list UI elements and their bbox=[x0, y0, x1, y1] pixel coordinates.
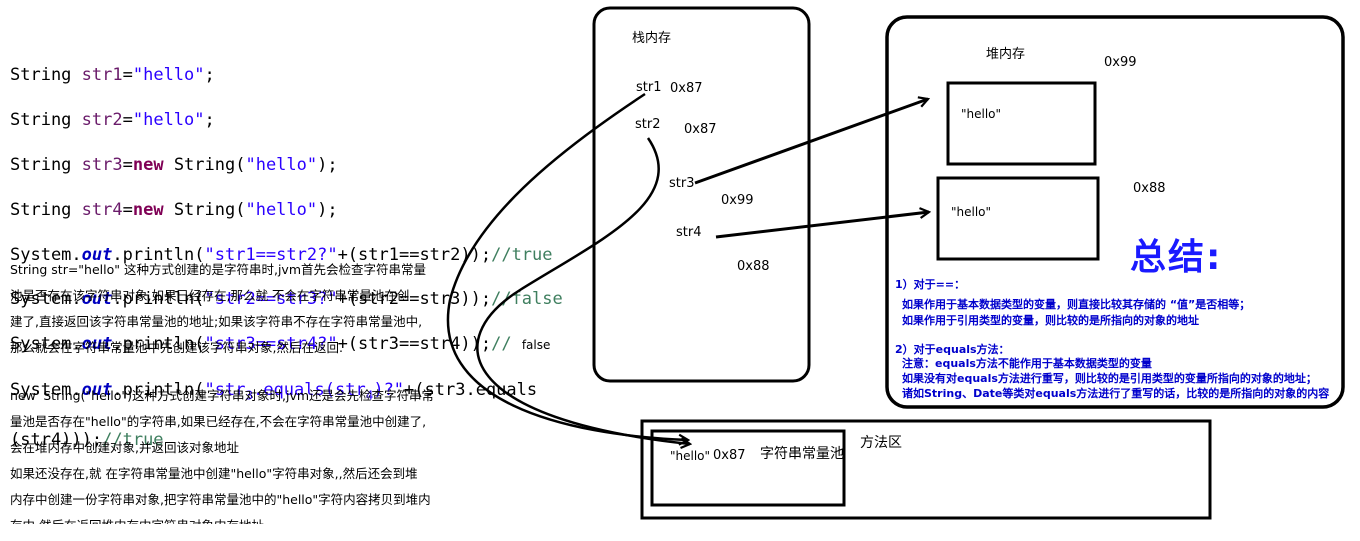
arrow-str3-to-heap-object-1 bbox=[694, 99, 928, 185]
stack-memory-title: 栈内存 bbox=[632, 31, 672, 46]
paragraph-line: 会在堆内存中创建对象,并返回该对象地址 bbox=[10, 440, 239, 455]
paragraph-line: 池是否存在该字符串对象,如果已经存在,那么就 不会在字符串常量池在创 bbox=[10, 288, 410, 303]
code-line-3: String str3=new String("hello"); bbox=[10, 155, 338, 176]
paragraph-line: 量池是否存在"hello"的字符串,如果已经存在,不会在字符串常量池中创建了, bbox=[10, 414, 427, 429]
summary-line: 如果作用于引用类型的变量，则比较的是所指向的对象的地址 bbox=[902, 314, 1199, 327]
arrow-str4-to-heap-object-2 bbox=[715, 212, 929, 239]
code-line-8: System.out.println("str3.equals(str4)?"+… bbox=[10, 380, 538, 403]
stack-str3-address: 0x99 bbox=[721, 193, 754, 208]
heap-object-2-value: "hello" bbox=[951, 205, 992, 219]
string-pool-box bbox=[650, 429, 846, 507]
heap-memory-title: 堆内存 bbox=[986, 47, 1026, 62]
heap-object-1-address: 0x99 bbox=[1104, 55, 1137, 70]
paragraph-line: new' String("hello")这种方式创建字符串对象时,jvm还是会先… bbox=[10, 388, 435, 403]
explanation-paragraph-2: new' String("hello")这种方式创建字符串对象时,jvm还是会先… bbox=[10, 383, 434, 524]
code-line-4: String str4=new String("hello"); bbox=[10, 199, 338, 220]
code-line-9: (str4)));//true bbox=[10, 430, 164, 451]
arrow-str2-to-string-pool bbox=[476, 137, 690, 444]
summary-line: 如果作用于基本数据类型的变量，则直接比较其存储的 “值”是否相等； bbox=[902, 298, 1251, 311]
summary-line: 如果没有对equals方法进行重写，则比较的是引用类型的变量所指向的对象的地址； bbox=[902, 372, 1317, 385]
summary-line: 诸如String、Date等类对equals方法进行了重写的话，比较的是所指向的… bbox=[902, 387, 1330, 400]
code-line-5: System.out.println("str1==str2?"+(str1==… bbox=[10, 244, 553, 265]
stack-str2-address: 0x87 bbox=[684, 122, 717, 137]
explanation-paragraph-1: String str="hello" 这种方式创建的是字符串时,jvm首先会检查… bbox=[10, 257, 426, 361]
summary-title: 总结: bbox=[1130, 237, 1223, 278]
heap-object-2 bbox=[936, 176, 1100, 261]
paragraph-line: 那么就会在字符串常量池中先创建该字符串对象,然后在返回. bbox=[10, 340, 343, 355]
string-pool-value: "hello" bbox=[670, 449, 711, 463]
method-area-box bbox=[640, 419, 1212, 520]
method-area-title: 方法区 bbox=[860, 435, 902, 451]
summary-line: 注意：equals方法不能作用于基本数据类型的变量 bbox=[902, 357, 1152, 370]
stack-var-str2: str2 bbox=[635, 117, 661, 132]
paragraph-line: String str="hello" 这种方式创建的是字符串时,jvm首先会检查… bbox=[10, 262, 427, 277]
stack-str1-address: 0x87 bbox=[670, 81, 703, 96]
string-pool-address: 0x87 bbox=[713, 448, 746, 463]
heap-object-1 bbox=[946, 81, 1097, 166]
paragraph-line: 存中,然后在返回堆内存中字符串对象内存地址 bbox=[10, 513, 434, 524]
code-line-2: String str2="hello"; bbox=[10, 110, 215, 131]
heap-object-1-value: "hello" bbox=[961, 107, 1002, 121]
heap-object-2-address: 0x88 bbox=[1133, 181, 1166, 196]
stack-var-str1: str1 bbox=[636, 80, 662, 95]
stack-str4-address: 0x88 bbox=[737, 259, 770, 274]
arrow-str1-to-string-pool bbox=[446, 92, 688, 440]
summary-line: 2）对于equals方法： bbox=[895, 343, 1010, 356]
stack-var-str3: str3 bbox=[669, 176, 695, 191]
code-line-1: String str1="hello"; bbox=[10, 65, 215, 86]
paragraph-line: 建了,直接返回该字符串常量池的地址;如果该字符串不存在字符串常量池中, bbox=[10, 314, 423, 329]
summary-line: 1）对于==： bbox=[895, 278, 966, 291]
paragraph-line: 如果还没存在,就 在字符串常量池中创建"hello"字符串对象,,然后还会到堆 bbox=[10, 466, 418, 481]
string-pool-title: 字符串常量池 bbox=[760, 446, 844, 462]
stack-memory-box bbox=[592, 6, 811, 383]
paragraph-line: 内存中创建一份字符串对象,把字符串常量池中的"hello"字符内容拷贝到堆内 bbox=[10, 492, 431, 507]
heap-memory-box bbox=[885, 15, 1345, 409]
stack-var-str4: str4 bbox=[676, 225, 702, 240]
